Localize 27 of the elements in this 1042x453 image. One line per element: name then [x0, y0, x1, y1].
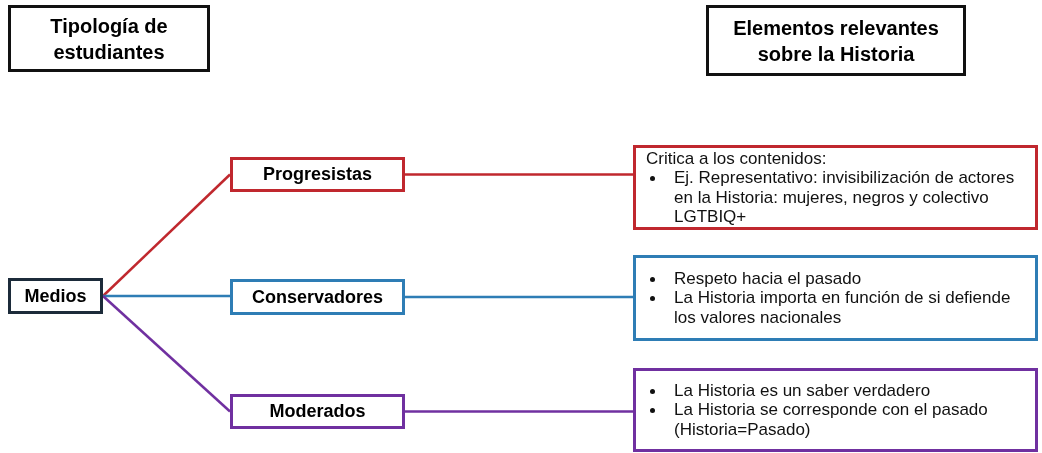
connector-line [102, 295, 231, 413]
description-text: Critica a los contenidos: [645, 148, 828, 168]
connector-line [103, 294, 230, 298]
category-label: Moderados [268, 401, 367, 422]
category-box [230, 157, 405, 192]
connector-line [405, 295, 633, 299]
heading-text: Elementos relevantes sobre la Historia [732, 15, 940, 67]
category-label: Progresistas [261, 164, 374, 185]
category-label: Medios [23, 285, 88, 307]
category-box [230, 279, 405, 315]
heading-box [706, 5, 966, 76]
connector-line [102, 173, 231, 297]
connector-line [405, 173, 633, 176]
bullet-item: La Historia importa en función de si defiende los valores nacionales [636, 288, 1035, 328]
category-box [8, 278, 103, 314]
bullet-item: La Historia se corresponde con el pasado (Historia=Pasado) [636, 400, 1035, 440]
description-box [633, 255, 1038, 341]
category-box [230, 394, 405, 429]
description-box [633, 145, 1038, 230]
description-box [633, 368, 1038, 452]
heading-box [8, 5, 210, 72]
bullet-item: La Historia es un saber verdadero [636, 380, 1035, 401]
bullet-item: Ej. Representativo: invisibilización de actores en la Historia: mujeres, negros y colectivo LGTBIQ+ [636, 168, 1035, 227]
connector-line [405, 410, 633, 413]
category-label: Conservadores [250, 286, 385, 308]
bullet-item: Respeto hacia el pasado [636, 268, 1035, 289]
heading-text: Tipología de estudiantes [49, 13, 169, 65]
